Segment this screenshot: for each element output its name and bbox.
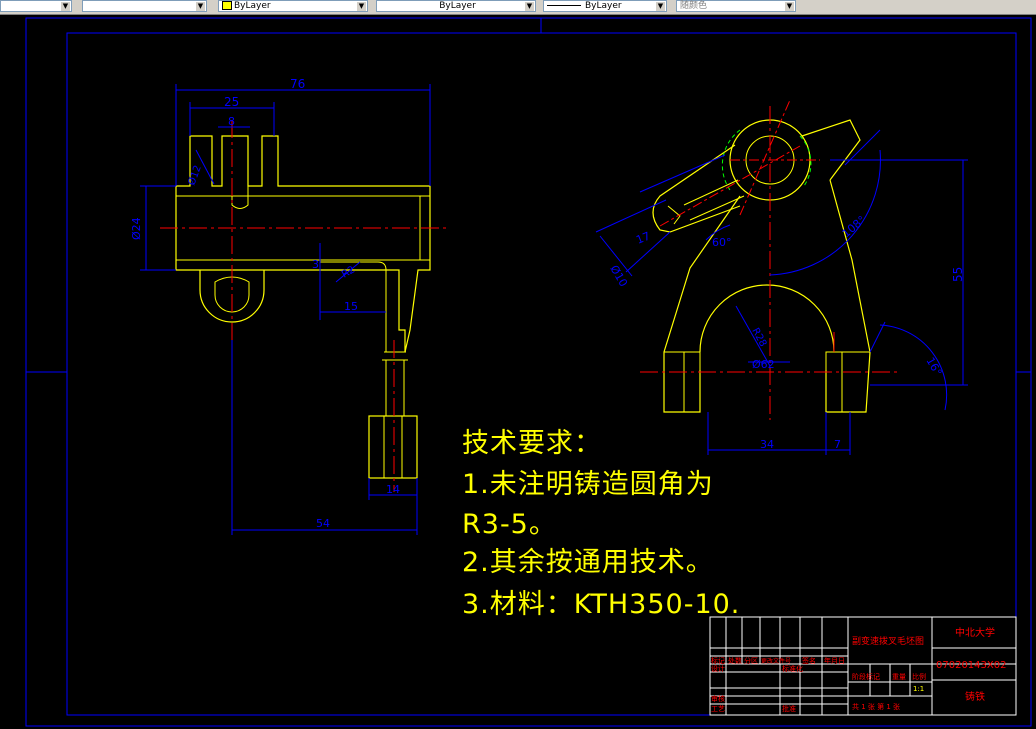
notes-line1: 1.未注明铸造圆角为 xyxy=(462,469,714,500)
part-name: 副变速拨叉毛坯图 xyxy=(852,635,924,647)
dim-55: 55 xyxy=(951,267,965,282)
dim-8: 8 xyxy=(228,115,235,128)
front-view-dim-labels: 76 25 8 Ø24 Ø12 15 3 R2 14 54 xyxy=(130,77,400,530)
row-review: 审核 xyxy=(711,694,725,703)
front-view xyxy=(140,84,446,535)
dim-108deg: 108° xyxy=(840,213,869,240)
chevron-down-icon: ▼ xyxy=(61,2,70,11)
col-count: 处数 xyxy=(728,656,742,665)
notes-line2: 2.其余按通用技术。 xyxy=(462,547,714,578)
col-stage: 阶段标记 xyxy=(852,672,880,681)
col-change: 更改文件号 xyxy=(761,657,791,665)
dim-7: 7 xyxy=(834,438,841,451)
dim-17: 17 xyxy=(634,229,652,246)
title-block xyxy=(709,616,1017,716)
row-standard: 标准化 xyxy=(782,664,803,673)
chevron-down-icon: ▼ xyxy=(357,2,366,11)
chevron-down-icon: ▼ xyxy=(525,2,534,11)
row-process: 工艺 xyxy=(711,705,725,713)
lineweight-value: ByLayer xyxy=(585,1,622,11)
row-designer: 设计 xyxy=(711,664,725,673)
dim-60deg: 60° xyxy=(712,236,732,249)
dim-d24: Ø24 xyxy=(130,217,143,240)
dim-d62: Ø62 xyxy=(752,358,775,371)
linecolor-value: ByLayer xyxy=(234,1,271,11)
row-approve: 批准 xyxy=(782,704,796,713)
dim-d12: Ø12 xyxy=(186,164,204,187)
linecolor-dropdown[interactable]: ByLayer ▼ xyxy=(218,0,368,12)
scale-value: 1:1 xyxy=(913,685,924,693)
notes-line1b: R3-5。 xyxy=(462,509,557,540)
title-block-text: 副变速拨叉毛坯图 中北大学 07020143X02 铸铁 标记 处数 分区 更改… xyxy=(711,626,1006,713)
notes-title: 技术要求： xyxy=(462,428,602,459)
color-swatch xyxy=(222,1,232,10)
dim-15: 15 xyxy=(344,300,358,313)
material-name: 铸铁 xyxy=(965,690,985,703)
lineweight-dropdown[interactable]: ByLayer ▼ xyxy=(543,0,667,12)
properties-toolbar: ▼ ▼ ByLayer ▼ ByLayer ▼ ByLayer ▼ 随颜色 ▼ xyxy=(0,0,1036,15)
dim-16deg: 16° xyxy=(923,355,944,378)
linetype-value: ByLayer xyxy=(439,1,476,11)
chevron-down-icon: ▼ xyxy=(785,2,794,11)
side-view xyxy=(595,99,968,455)
col-weight: 重量 xyxy=(892,673,906,681)
school-name: 中北大学 xyxy=(955,626,995,639)
dim-54: 54 xyxy=(316,517,330,530)
dim-d10: Ø10 xyxy=(607,263,630,289)
dim-14: 14 xyxy=(386,483,400,496)
dim-r28: R28 xyxy=(749,326,768,349)
notes-line3: 3.材料：KTH350-10. xyxy=(462,589,741,620)
col-scale: 比例 xyxy=(912,672,926,681)
dim-34: 34 xyxy=(760,438,774,451)
col-date: 年月日 xyxy=(824,656,845,665)
drawing-number: 07020143X02 xyxy=(936,660,1006,671)
plotstyle-value: 随颜色 xyxy=(680,1,708,11)
col-sign: 签名 xyxy=(802,656,816,665)
col-mark: 标记 xyxy=(711,656,725,665)
layer-dropdown[interactable]: ▼ xyxy=(82,0,207,12)
drawing-canvas[interactable]: 76 25 8 Ø24 Ø12 15 3 R2 14 54 xyxy=(0,15,1036,729)
dim-25: 25 xyxy=(224,95,239,109)
linetype-dropdown[interactable]: ByLayer ▼ xyxy=(376,0,536,12)
lineweight-sample xyxy=(547,5,581,6)
plotstyle-dropdown[interactable]: 随颜色 ▼ xyxy=(676,0,796,12)
col-zone: 分区 xyxy=(744,656,758,665)
dim-76: 76 xyxy=(290,77,305,91)
chevron-down-icon: ▼ xyxy=(656,2,665,11)
chevron-down-icon: ▼ xyxy=(196,2,205,11)
color-dropdown[interactable]: ▼ xyxy=(0,0,72,12)
dim-3: 3 xyxy=(312,258,319,271)
sheet-info: 共 1 张 第 1 张 xyxy=(852,702,900,711)
side-view-dim-labels: 55 17 Ø10 60° 108° R28 Ø62 16° 34 7 xyxy=(607,213,965,451)
